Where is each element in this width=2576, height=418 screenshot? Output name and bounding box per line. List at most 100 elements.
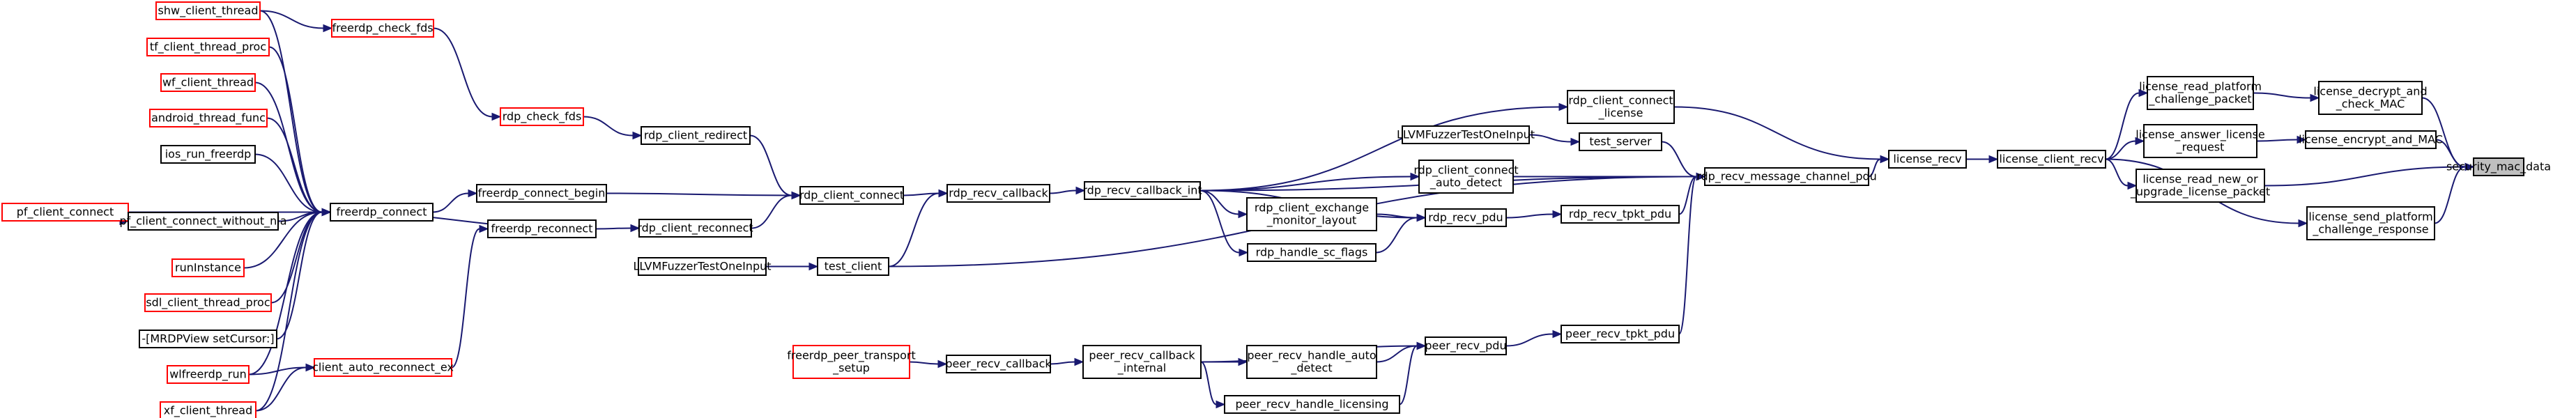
node-box[interactable] [1579,132,1662,151]
node-llvm_fuzzer_2[interactable]: LLVMFuzzerTestOneInput [633,257,772,276]
node-box[interactable] [1402,125,1530,144]
node-box[interactable] [149,109,268,127]
node-box[interactable] [487,219,597,238]
node-wf_client_thread[interactable]: wf_client_thread [160,73,256,92]
node-peer_recv_pdu[interactable]: peer_recv_pdu [1425,336,1507,355]
node-box[interactable] [160,145,256,164]
node-box[interactable] [1561,325,1680,343]
node-box[interactable] [155,1,261,20]
node-wlfreerdp_run[interactable]: wlfreerdp_run [167,365,250,384]
node-license_recv[interactable]: license_recv [1888,150,1967,169]
node-freerdp_reconnect[interactable]: freerdp_reconnect [487,219,597,238]
node-box[interactable] [1246,345,1377,379]
node-box[interactable] [1888,150,1967,169]
node-box[interactable] [2136,169,2265,203]
node-box[interactable] [1418,160,1514,194]
node-rdp_client_redirect[interactable]: rdp_client_redirect [641,126,751,145]
node-client_auto_reconnect_ex[interactable]: client_auto_reconnect_ex [312,358,454,377]
node-rdp_client_connect_license[interactable]: rdp_client_connect_license [1567,90,1675,124]
node-test_server[interactable]: test_server [1579,132,1662,151]
node-license_encrypt_and_MAC[interactable]: license_encrypt_and_MAC [2299,130,2443,149]
node-box[interactable] [2147,76,2254,110]
node-runInstance[interactable]: runInstance [171,258,245,277]
node-android_thread_func[interactable]: android_thread_func [149,109,268,127]
node-peer_recv_handle_licensing[interactable]: peer_recv_handle_licensing [1224,395,1400,414]
node-box[interactable] [160,401,256,418]
node-rdp_recv_tpkt_pdu[interactable]: rdp_recv_tpkt_pdu [1561,205,1680,224]
node-box[interactable] [817,257,889,276]
node-box[interactable] [1247,243,1377,262]
node-box[interactable] [1997,150,2106,169]
node-license_client_recv[interactable]: license_client_recv [1997,150,2106,169]
node-llvm_fuzzer_1[interactable]: LLVMFuzzerTestOneInput [1397,125,1535,144]
node-mrdpview_setcursor[interactable]: -[MRDPView setCursor:] [139,330,277,348]
node-rdp_recv_message_channel_pdu[interactable]: rdp_recv_message_channel_pdu [1696,167,1877,186]
node-pf_client_connect[interactable]: pf_client_connect [1,203,129,222]
node-box[interactable] [128,212,279,231]
node-test_client[interactable]: test_client [817,257,889,276]
node-box[interactable] [1567,90,1675,124]
node-box[interactable] [2306,206,2435,240]
node-box[interactable] [171,258,245,277]
node-box[interactable] [1425,208,1507,227]
node-license_send_platform[interactable]: license_send_platform_challenge_response [2306,206,2435,240]
node-box[interactable] [1704,167,1869,186]
node-license_read_platform[interactable]: license_read_platform_challenge_packet [2139,76,2262,110]
node-box[interactable] [641,126,751,145]
node-box[interactable] [638,219,752,238]
node-box[interactable] [2473,157,2524,176]
node-box[interactable] [2318,81,2423,115]
node-rdp_recv_callback[interactable]: rdp_recv_callback [946,184,1050,203]
node-rdp_client_reconnect[interactable]: rdp_client_reconnect [637,219,753,238]
node-box[interactable] [160,73,256,92]
node-peer_recv_tpkt_pdu[interactable]: peer_recv_tpkt_pdu [1561,325,1680,343]
node-peer_recv_callback_internal[interactable]: peer_recv_callback_internal [1082,345,1202,379]
node-license_decrypt_and_check_MAC[interactable]: license_decrypt_and_check_MAC [2313,81,2428,115]
node-rdp_client_connect_auto_detect[interactable]: rdp_client_connect_auto_detect [1413,160,1519,194]
node-rdp_check_fds[interactable]: rdp_check_fds [500,107,584,126]
node-box[interactable] [476,184,607,203]
node-freerdp_peer_transport_setup[interactable]: freerdp_peer_transport_setup [787,345,916,379]
node-box[interactable] [1224,395,1400,414]
node-box[interactable] [1425,336,1507,355]
node-freerdp_connect_begin[interactable]: freerdp_connect_begin [476,184,607,203]
node-box[interactable] [946,184,1050,203]
node-box[interactable] [946,355,1051,373]
node-box[interactable] [1082,345,1202,379]
node-box[interactable] [331,19,434,38]
node-rdp_client_exchange[interactable]: rdp_client_exchange_monitor_layout [1246,197,1377,231]
node-license_answer[interactable]: license_answer_license_request [2136,124,2265,158]
node-box[interactable] [146,38,270,56]
node-peer_recv_callback[interactable]: peer_recv_callback [945,355,1052,373]
node-rdp_recv_pdu[interactable]: rdp_recv_pdu [1425,208,1507,227]
node-sdl_client_thread_proc[interactable]: sdl_client_thread_proc [144,293,272,312]
node-ios_run_freerdp[interactable]: ios_run_freerdp [160,145,256,164]
node-box[interactable] [1084,181,1201,200]
node-box[interactable] [638,257,767,276]
node-box[interactable] [139,330,277,348]
node-shw_client_thread[interactable]: shw_client_thread [155,1,261,20]
node-rdp_client_connect[interactable]: rdp_client_connect [799,186,904,205]
node-box[interactable] [1,203,129,222]
node-tf_client_thread_proc[interactable]: tf_client_thread_proc [146,38,270,56]
node-license_read_new_or_upgrade[interactable]: license_read_new_or_upgrade_license_pack… [2130,169,2270,203]
node-box[interactable] [1561,205,1680,224]
node-freerdp_connect[interactable]: freerdp_connect [330,203,434,222]
node-box[interactable] [1246,197,1377,231]
node-box[interactable] [330,203,434,222]
node-rdp_recv_callback_int[interactable]: rdp_recv_callback_int [1082,181,1202,200]
node-peer_recv_handle_auto_detect[interactable]: peer_recv_handle_auto_detect [1246,345,1377,379]
node-box[interactable] [792,345,910,379]
node-box[interactable] [2143,124,2257,158]
node-box[interactable] [799,186,904,205]
node-box[interactable] [144,293,272,312]
node-rdp_handle_sc_flags[interactable]: rdp_handle_sc_flags [1247,243,1377,262]
node-box[interactable] [2305,130,2437,149]
node-security_mac_data[interactable]: security_mac_data [2446,157,2551,176]
node-pf_client_connect_without_nla[interactable]: pf_client_connect_without_nla [119,212,287,231]
node-xf_client_thread[interactable]: xf_client_thread [160,401,256,418]
node-box[interactable] [167,365,250,384]
node-box[interactable] [500,107,584,126]
node-freerdp_check_fds[interactable]: freerdp_check_fds [331,19,434,38]
node-box[interactable] [314,358,452,377]
